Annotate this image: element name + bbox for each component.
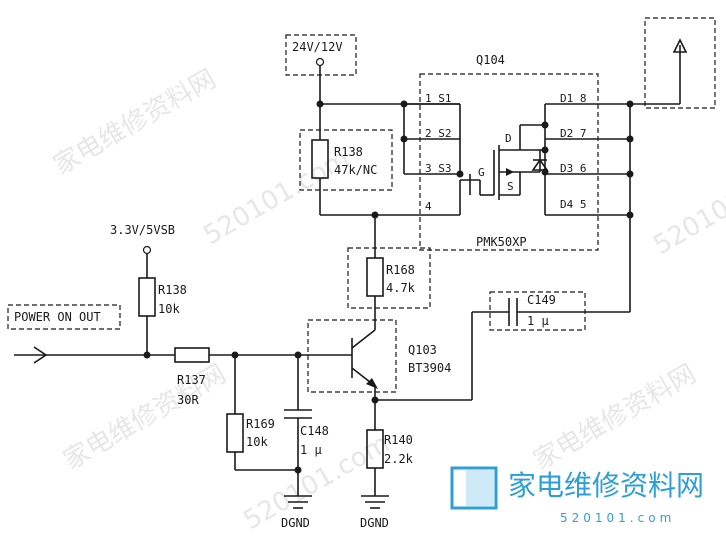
site-logo: 家电维修资料网 520101.com: [450, 466, 704, 525]
c149-ref: C149: [527, 293, 556, 307]
ground-label: DGND: [360, 516, 389, 530]
pin-4: 4: [425, 200, 432, 213]
r137-ref: R137: [177, 373, 206, 387]
pin-d: D: [505, 132, 512, 145]
capacitor-c148: C148 1 μ: [284, 355, 329, 496]
logo-name: 家电维修资料网: [508, 469, 704, 502]
supply-3v3-5vsb: 3.3V/5VSB: [110, 223, 175, 278]
watermark-url: 520101.com: [649, 154, 726, 262]
q103-part: BT3904: [408, 361, 451, 375]
c148-value: 1 μ: [300, 443, 322, 457]
r137-value: 30R: [177, 393, 199, 407]
supply-label: 24V/12V: [292, 40, 343, 54]
c149-value: 1 μ: [527, 314, 549, 328]
resistor-r168: R168 4.7k: [347, 247, 431, 330]
pin-s2: 2 S2: [425, 127, 452, 140]
resistor-r169: R169 10k: [226, 355, 275, 470]
r169-value: 10k: [246, 435, 268, 449]
pin-d2: D2 7: [560, 127, 587, 140]
output-arrow: [630, 17, 716, 109]
pin-s3: 3 S3: [425, 162, 452, 175]
r138-left-value: 10k: [158, 302, 180, 316]
q103-ref: Q103: [408, 343, 437, 357]
supply-24v-12v: 24V/12V: [285, 34, 357, 104]
r168-ref: R168: [386, 263, 415, 277]
ground-dgnd-1: DGND: [281, 495, 312, 530]
resistor-r140: R140 2.2k: [366, 429, 414, 496]
capacitor-c149: C149 1 μ: [471, 291, 630, 400]
pin-d3: D3 6: [560, 162, 587, 175]
input-label: POWER ON OUT: [14, 310, 101, 324]
supply-left-label: 3.3V/5VSB: [110, 223, 175, 237]
mosfet-q104: Q104 PMK50XP 1 S1 2 S2 3 S3 4 G D S: [320, 53, 630, 251]
pin-s: S: [507, 180, 514, 193]
r140-ref: R140: [384, 433, 413, 447]
pin-d4: D4 5: [560, 198, 587, 211]
r140-value: 2.2k: [384, 452, 414, 466]
q104-ref: Q104: [476, 53, 505, 67]
watermark-url: 520101.com: [199, 144, 355, 252]
r138-top-ref: R138: [334, 145, 363, 159]
q104-part: PMK50XP: [476, 235, 527, 249]
pin-g: G: [478, 166, 485, 179]
r168-value: 4.7k: [386, 281, 416, 295]
c148-ref: C148: [300, 424, 329, 438]
ground-label: DGND: [281, 516, 310, 530]
pin-s1: 1 S1: [425, 92, 452, 105]
r169-ref: R169: [246, 417, 275, 431]
resistor-r138-top: R138 47k/NC: [299, 104, 393, 215]
ground-dgnd-2: DGND: [360, 495, 389, 530]
watermark-text: 家电维修资料网: [529, 359, 702, 476]
pin-d1: D1 8: [560, 92, 587, 105]
logo-url: 520101.com: [560, 511, 675, 525]
resistor-r138-left: R138 10k: [138, 277, 187, 355]
transistor-q103: Q103 BT3904: [307, 319, 451, 400]
r138-top-value: 47k/NC: [334, 163, 377, 177]
watermark-text: 家电维修资料网: [49, 64, 222, 181]
r138-left-ref: R138: [158, 283, 187, 297]
